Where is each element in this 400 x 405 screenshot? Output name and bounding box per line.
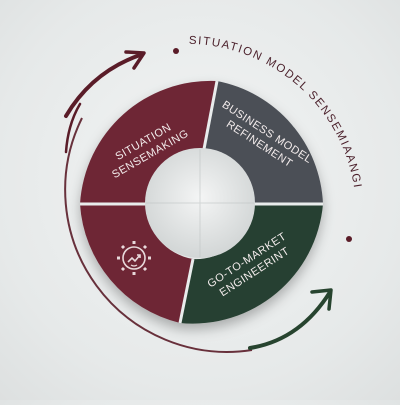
donut	[80, 80, 323, 324]
segment-separators	[80, 80, 323, 324]
center-cross	[146, 149, 254, 257]
dot-right	[346, 236, 352, 242]
arrow-top-left	[64, 53, 142, 118]
segment-go-to-market[interactable]	[180, 204, 323, 324]
segment-icon[interactable]	[80, 204, 193, 323]
arrow-top-left-head	[124, 50, 146, 70]
dot-top	[173, 48, 179, 54]
arrow-bottom-right-head	[310, 288, 333, 311]
arrow-bottom-right	[248, 290, 332, 350]
gear-growth-icon	[117, 241, 151, 275]
segment-situation-sensemaking[interactable]	[80, 80, 217, 204]
arrow-top-left-tail	[64, 102, 82, 154]
segment-business-model-refinement[interactable]	[204, 81, 323, 204]
cycle-arc-left	[64, 117, 253, 353]
